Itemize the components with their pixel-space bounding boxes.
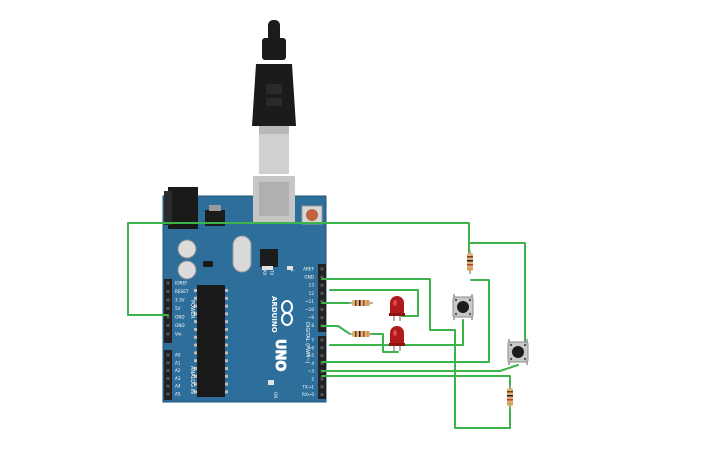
digital-pin-label: TX→1 xyxy=(301,384,314,389)
digital-title: DIGITAL (PWM~) xyxy=(304,322,310,364)
resistor[interactable] xyxy=(507,385,513,409)
header-hole[interactable] xyxy=(166,361,170,365)
analog-pin-label: A1 xyxy=(175,360,181,365)
digital-pin-label: ~10 xyxy=(305,307,314,312)
digital-pin-label: ~5 xyxy=(308,353,315,358)
analog-pin-label: A0 xyxy=(175,353,181,358)
header-hole[interactable] xyxy=(320,308,324,311)
header-hole[interactable] xyxy=(320,291,324,295)
header-hole[interactable] xyxy=(166,315,170,319)
header-hole[interactable] xyxy=(166,369,170,373)
resistor[interactable] xyxy=(467,250,473,274)
led[interactable] xyxy=(389,326,405,351)
digital-pin-label: 8 xyxy=(311,323,314,328)
usb-cable[interactable] xyxy=(252,20,296,174)
wires[interactable] xyxy=(127,222,526,429)
digital-pin-label: AREF xyxy=(303,267,314,272)
analog-pin-label: A3 xyxy=(175,376,181,381)
header-hole[interactable] xyxy=(320,393,324,397)
wire-gnd-loop[interactable] xyxy=(321,278,511,429)
header-hole[interactable] xyxy=(320,385,324,389)
header-hole[interactable] xyxy=(320,267,324,271)
digital-pin-label: ~11 xyxy=(305,299,314,304)
digital-pin-label: 12 xyxy=(309,291,315,296)
analog-title: ANALOG IN xyxy=(189,366,195,394)
digital-pin-label: RX←0 xyxy=(302,392,314,397)
digital-pin-label: 13 xyxy=(309,283,315,288)
power-pin-label: 5V xyxy=(175,306,181,311)
digital-pin-label: 4 xyxy=(311,361,314,366)
board-model: UNO xyxy=(272,339,287,372)
digital-pin-label: ~3 xyxy=(308,369,315,374)
power-pin-label: GND xyxy=(175,323,185,328)
header-hole[interactable] xyxy=(320,275,324,279)
header-hole[interactable] xyxy=(320,377,324,381)
board-logo-text: ARDUINO xyxy=(270,296,278,333)
arduino-logo-icon xyxy=(281,300,293,326)
resistor[interactable] xyxy=(349,300,373,306)
tx-label: TX xyxy=(269,269,274,275)
capacitor xyxy=(177,239,197,259)
header-hole[interactable] xyxy=(320,346,324,350)
header-hole[interactable] xyxy=(166,290,170,293)
wire-pin-4-button-a[interactable] xyxy=(321,279,490,363)
header-hole[interactable] xyxy=(320,283,324,287)
digital-pin-label: GND xyxy=(304,275,314,280)
wire-button-a-bottom[interactable] xyxy=(329,319,464,346)
crystal xyxy=(232,235,252,273)
header-hole[interactable] xyxy=(166,376,170,380)
power-header xyxy=(164,279,172,343)
power-pin-label: RESET xyxy=(175,289,189,294)
arduino-uno-board[interactable]: POWER ANALOG IN DIGITAL (PWM~) ARDUINO U… xyxy=(162,176,327,403)
header-hole[interactable] xyxy=(320,299,324,303)
analog-pin-label: A2 xyxy=(175,368,181,373)
digital-pin-label: ~9 xyxy=(308,315,315,320)
power-pin-label: 3.3V xyxy=(175,298,185,303)
atmega-chip xyxy=(197,285,225,397)
on-label: ON xyxy=(273,392,278,398)
analog-pin-label: A5 xyxy=(175,392,181,397)
wire-led-2[interactable] xyxy=(369,333,399,353)
digital-pin-label: 7 xyxy=(311,338,314,343)
power-pin-labels: IOREF RESET 3.3V 5V GND GND Vin xyxy=(175,281,189,337)
l-label: L xyxy=(290,270,295,273)
header-hole[interactable] xyxy=(320,316,324,320)
header-hole[interactable] xyxy=(166,307,170,310)
resistor[interactable] xyxy=(349,331,373,337)
header-hole[interactable] xyxy=(166,298,170,302)
wire-resistor-to-button-b[interactable] xyxy=(468,242,526,346)
pushbutton[interactable] xyxy=(452,294,474,320)
header-hole[interactable] xyxy=(166,384,170,388)
wire-pin-8[interactable] xyxy=(321,325,351,335)
wire-5v-to-resistor[interactable] xyxy=(127,222,470,316)
led[interactable] xyxy=(389,296,405,321)
wire-pin-2-button-b[interactable] xyxy=(321,364,519,372)
analog-pin-label: A4 xyxy=(175,384,181,389)
digital-pin-labels: AREF GND 13 12 ~11 ~10 ~9 8 7 ~6 ~5 4 ~3 2TX→1RX←0 xyxy=(301,267,314,398)
wire-button-b-ground[interactable] xyxy=(321,375,511,390)
analog-header xyxy=(164,350,172,400)
digital-pin-label: ~6 xyxy=(308,345,315,350)
power-pin-label: GND xyxy=(175,315,185,320)
header-hole[interactable] xyxy=(166,392,170,396)
power-pin-label: IOREF xyxy=(175,281,188,286)
rx-label: RX xyxy=(262,270,267,276)
power-pin-label: Vin xyxy=(175,332,182,337)
header-hole[interactable] xyxy=(166,324,170,327)
header-hole[interactable] xyxy=(166,281,170,285)
header-hole[interactable] xyxy=(320,361,324,365)
digital-pin-label: 2 xyxy=(311,377,314,382)
header-hole[interactable] xyxy=(320,338,324,342)
pushbutton[interactable] xyxy=(507,339,529,365)
header-hole[interactable] xyxy=(166,353,170,357)
usb-chip xyxy=(260,249,278,267)
power-title: POWER xyxy=(189,300,195,319)
header-hole[interactable] xyxy=(166,332,170,336)
header-hole[interactable] xyxy=(320,354,324,358)
capacitor xyxy=(177,260,197,280)
digital-header-top xyxy=(318,264,326,332)
digital-header-bottom xyxy=(318,336,326,399)
